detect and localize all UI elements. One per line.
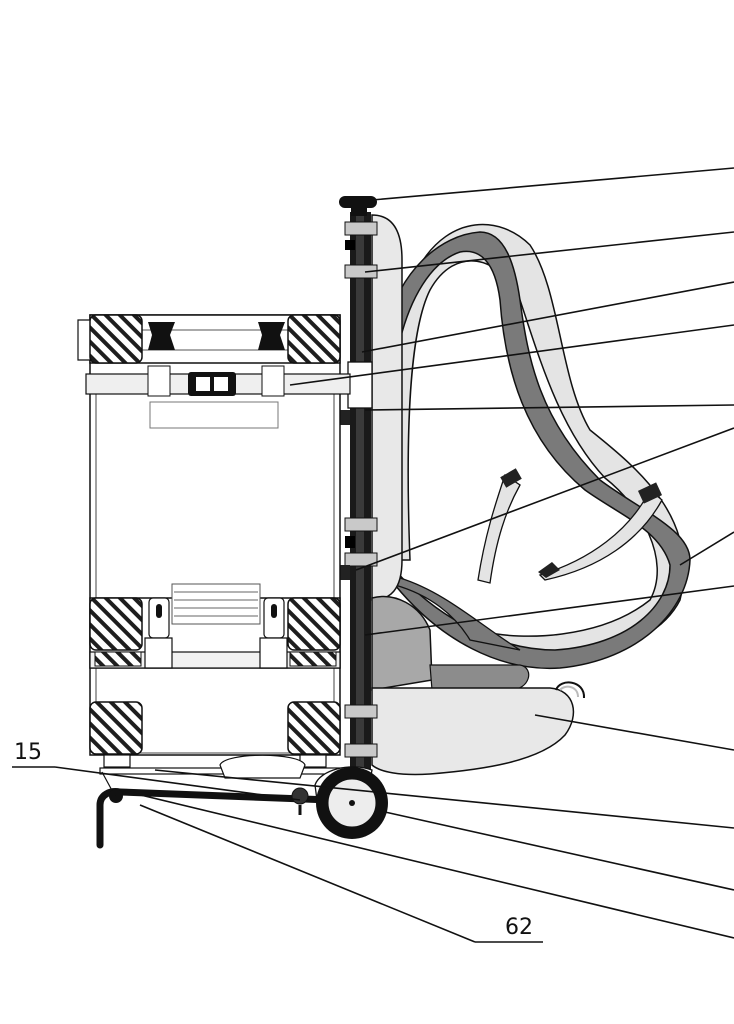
buckle-icon xyxy=(188,372,236,396)
strap-tail-left xyxy=(477,473,521,584)
equipment-case xyxy=(77,314,351,768)
vent-grille xyxy=(171,583,261,625)
clamp-4 xyxy=(344,552,378,567)
hip-bag xyxy=(371,687,575,776)
frame-pole xyxy=(338,196,378,772)
hatch-corner-icon xyxy=(89,314,143,364)
clamp-1 xyxy=(344,221,378,236)
leader-lines xyxy=(12,167,734,943)
clamp-3 xyxy=(344,517,378,532)
reference-numeral-15: 15 xyxy=(14,740,42,765)
hatch-corner-icon xyxy=(89,701,143,755)
lumbar-pad xyxy=(371,595,433,691)
wheel-icon xyxy=(316,767,388,839)
strap-tail-right xyxy=(538,488,663,581)
strap-buckle-right xyxy=(637,482,663,504)
hatch-corner-icon xyxy=(287,314,341,364)
hatch-corner-icon xyxy=(287,701,341,755)
harness xyxy=(384,223,691,670)
clamp-5 xyxy=(344,704,378,719)
clamp-6 xyxy=(344,743,378,758)
shoulder-strap-dark xyxy=(384,231,691,670)
strap-buckle-left xyxy=(500,468,522,488)
hatch-corner-icon xyxy=(89,597,143,651)
hip-strap xyxy=(393,577,521,651)
reference-numeral-62: 62 xyxy=(505,915,533,940)
hatch-corner-icon xyxy=(287,597,341,651)
handle-knob xyxy=(339,196,377,208)
cart-base xyxy=(96,754,388,849)
